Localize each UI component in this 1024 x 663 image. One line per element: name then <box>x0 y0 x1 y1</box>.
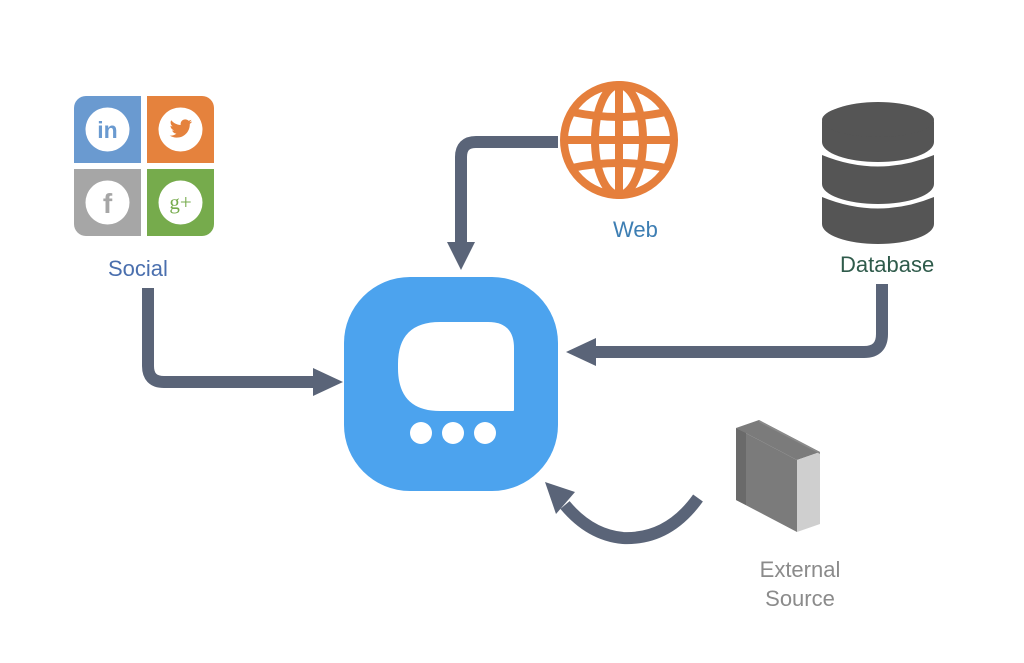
google-plus-tile: g+ <box>147 169 214 236</box>
social-to-hub-arrow-head <box>313 368 343 396</box>
external-to-hub-arrow-line <box>560 494 703 545</box>
facebook-tile: f <box>74 169 141 236</box>
chat-bubble-icon <box>398 322 514 444</box>
flow-arrows <box>142 136 888 545</box>
globe-icon <box>560 81 678 199</box>
external-source-label: External Source <box>730 555 870 613</box>
database-to-hub-arrow-line <box>592 284 888 358</box>
linkedin-tile: in <box>74 96 141 163</box>
hub-app-icon <box>344 277 558 491</box>
external-source-label-line2: Source <box>765 586 835 611</box>
external-source-label-line1: External <box>759 557 841 582</box>
web-to-hub-arrow-head <box>447 242 475 270</box>
social-label: Social <box>108 256 168 281</box>
web-label: Web <box>613 217 658 242</box>
web-to-hub-arrow-line <box>455 136 558 246</box>
database-to-hub-arrow-head <box>566 338 596 366</box>
database-label: Database <box>840 252 935 277</box>
google-plus-icon: g+ <box>169 190 191 214</box>
linkedin-icon: in <box>97 117 117 143</box>
database-icon <box>822 102 934 244</box>
twitter-tile <box>147 96 214 163</box>
twitter-icon <box>169 119 193 138</box>
social-icon-grid: in f g+ <box>74 96 214 236</box>
book-icon <box>736 420 820 532</box>
external-to-hub-arrow-head <box>545 482 575 514</box>
facebook-icon: f <box>103 188 113 219</box>
social-to-hub-arrow-line <box>142 288 318 388</box>
